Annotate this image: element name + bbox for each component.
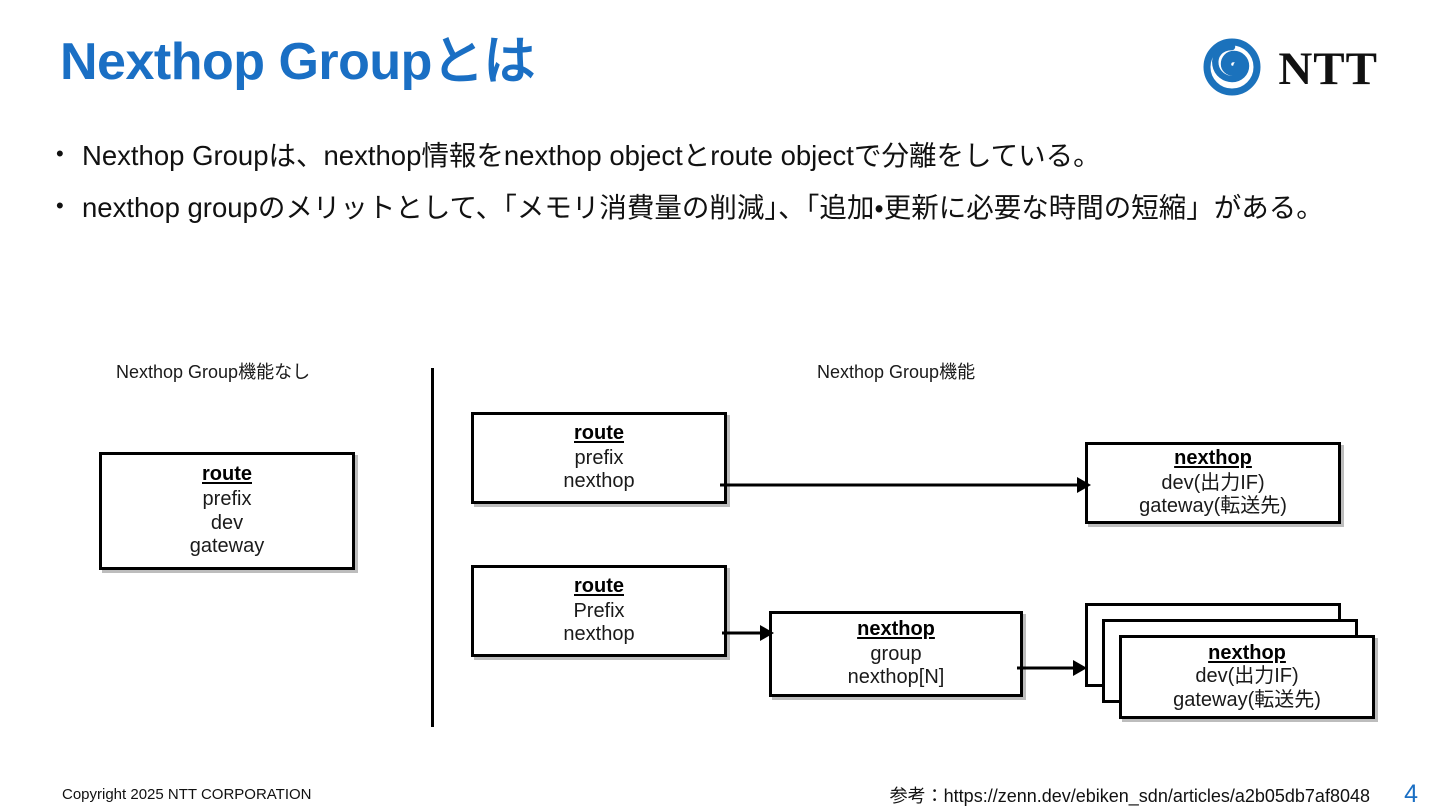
node-line: dev(出力IF) <box>1161 471 1265 494</box>
node-line: nexthop <box>563 470 635 493</box>
bullet-marker: • <box>56 141 64 166</box>
diagram-label-left: Nexthop Group機能なし <box>116 362 311 382</box>
diagram-vertical-divider <box>431 368 434 727</box>
bullet-item-1: • Nexthop Groupは、nexthop情報をnexthop objec… <box>56 136 1386 175</box>
node-line: dev <box>210 511 244 534</box>
arrow-nexthop-group-to-stack <box>1017 660 1087 676</box>
stack-layer-front: nexthop dev(出力IF) gateway(転送先) <box>1119 635 1375 719</box>
page-title: Nexthop Groupとは <box>60 33 535 91</box>
node-line: gateway(転送先) <box>1139 495 1287 518</box>
node-header: nexthop <box>1174 447 1252 470</box>
node-line: nexthop[N] <box>847 666 945 689</box>
copyright-text: Copyright 2025 NTT CORPORATION <box>62 786 312 803</box>
stack-layer-back <box>1085 603 1341 687</box>
ntt-swirl-icon <box>1202 38 1266 101</box>
node-nexthop-group: nexthop group nexthop[N] <box>769 611 1023 697</box>
node-line: nexthop <box>563 623 635 646</box>
node-header: nexthop <box>857 618 935 641</box>
bullet-item-2: • nexthop groupのメリットとして、「メモリ消費量の削減」、「追加・… <box>56 188 1386 227</box>
bullet-list: • Nexthop Groupは、nexthop情報をnexthop objec… <box>56 136 1386 240</box>
bullet-text: nexthop groupのメリットとして、「メモリ消費量の削減」、「追加・更新… <box>82 192 1324 224</box>
ntt-wordmark: NTT <box>1278 43 1378 95</box>
node-header: nexthop <box>1208 641 1286 664</box>
node-route-bottom: route Prefix nexthop <box>471 565 727 657</box>
node-header: route <box>202 463 252 486</box>
ntt-logo: NTT <box>1202 38 1378 101</box>
node-route-legacy: route prefix dev gateway <box>99 452 355 570</box>
bullet-marker: • <box>56 193 64 219</box>
node-line: dev(出力IF) <box>1195 665 1299 688</box>
node-line: gateway <box>189 535 265 558</box>
node-route-top: route prefix nexthop <box>471 412 727 504</box>
node-header: route <box>574 575 624 598</box>
node-line: gateway(転送先) <box>1173 688 1321 711</box>
page-number: 4 <box>1404 780 1418 808</box>
stack-layer-middle <box>1102 619 1358 703</box>
node-line: prefix <box>202 487 252 510</box>
arrow-route-bottom-to-nexthop-group <box>722 625 774 641</box>
bullet-text: Nexthop Groupは、nexthop情報をnexthop objectと… <box>82 140 1101 171</box>
node-nexthop-stack: nexthop dev(出力IF) gateway(転送先) <box>1085 603 1380 721</box>
node-line: group <box>870 642 922 665</box>
reference-link[interactable]: 参考：https://zenn.dev/ebiken_sdn/articles/… <box>889 786 1370 806</box>
node-line: Prefix <box>573 599 625 622</box>
diagram-label-right: Nexthop Group機能 <box>817 362 976 382</box>
arrow-route-top-to-nexthop-top <box>720 477 1091 493</box>
node-header: route <box>574 422 624 445</box>
node-line: prefix <box>574 446 624 469</box>
node-nexthop-top: nexthop dev(出力IF) gateway(転送先) <box>1085 442 1341 524</box>
